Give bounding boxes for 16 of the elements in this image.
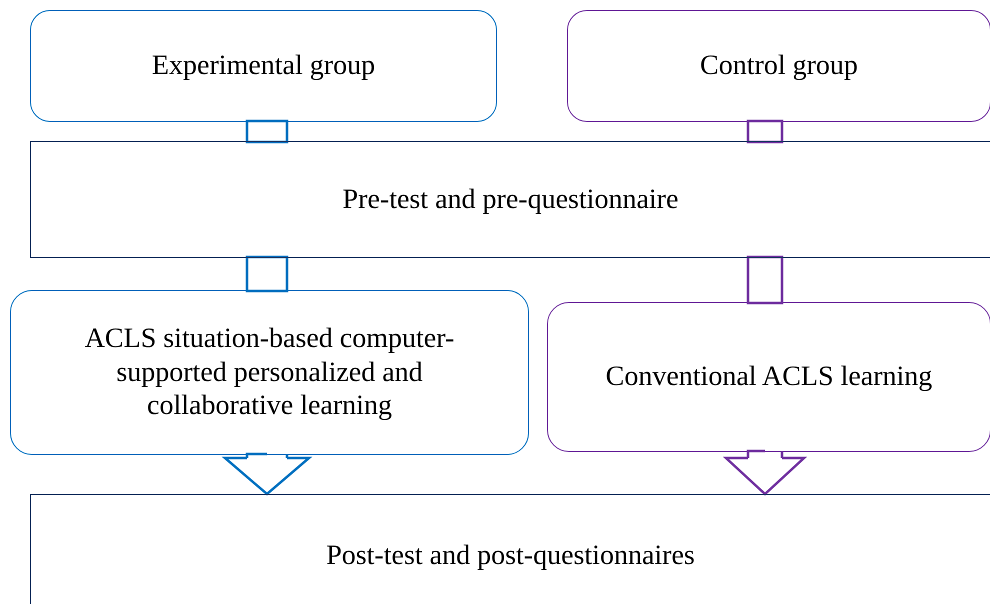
node-text: Conventional ACLS learning — [606, 360, 932, 394]
node-text: Post-test and post-questionnaires — [326, 539, 695, 573]
connector — [246, 120, 288, 144]
connector — [746, 256, 784, 304]
process-box — [30, 494, 990, 604]
node-text: Pre-test and pre-questionnaire — [342, 182, 678, 216]
connector — [246, 256, 288, 292]
node-text: Control group — [700, 49, 858, 83]
rounded-process-box — [567, 10, 990, 122]
rounded-process-box — [30, 10, 497, 122]
rounded-process-box — [547, 302, 990, 452]
connector — [746, 120, 784, 144]
node-text: Experimental group — [152, 49, 376, 83]
node-text: ACLS situation-based computer-supported personalized and collaborative learning — [84, 322, 456, 423]
process-box — [30, 141, 990, 258]
rounded-process-box — [10, 290, 529, 455]
